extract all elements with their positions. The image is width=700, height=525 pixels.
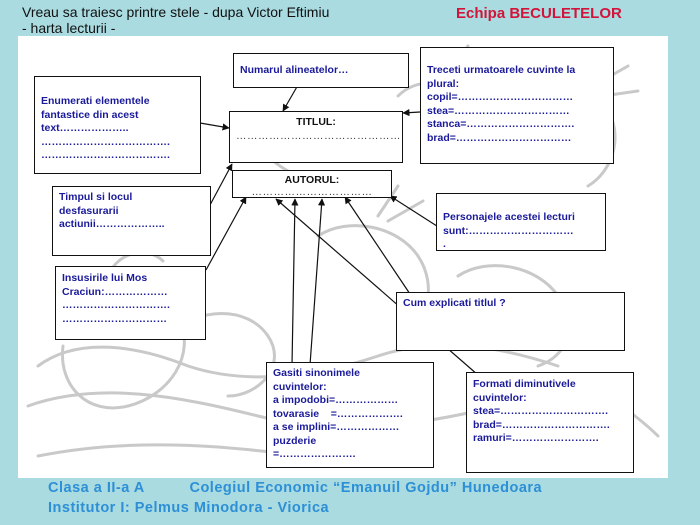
paragraphs-box: Numarul alineatelor… — [233, 53, 409, 88]
paragraphs-line-0: Numarul alineatelor… — [240, 64, 349, 76]
fantastic-line-2: text……………….. — [41, 122, 129, 134]
synonyms-line-5: puzderie — [273, 434, 317, 447]
diminutives-line-1: cuvintelor: — [473, 391, 527, 404]
plural-line-3: stea=…………………………… — [427, 104, 570, 117]
plural-line-1: plural: — [427, 77, 460, 90]
diminutives-line-0: Formati diminutivele — [473, 378, 576, 390]
santa-qualities-box: Insusirile lui Mos Craciun:……………… ………………… — [55, 266, 206, 340]
explain-title-line-0: Cum explicati titlul ? — [403, 297, 506, 309]
author-label: AUTORUL: — [284, 174, 340, 186]
fantastic-line-0: Enumerati elementele — [41, 95, 150, 107]
santa-line-1: Craciun:……………… — [62, 285, 168, 298]
characters-line-2: . — [443, 238, 446, 250]
title-label: TITLUL: — [296, 116, 336, 128]
synonyms-line-4: a se implini=……………… — [273, 421, 400, 433]
characters-box: Personajele acestei lecturi sunt:…………………… — [436, 193, 606, 251]
author-box: AUTORUL: …………………………… — [232, 170, 392, 198]
synonyms-line-0: Gasiti sinonimele — [273, 367, 360, 379]
synonyms-line-2: a impodobi=……………… — [273, 394, 399, 406]
fantastic-line-4: ………………………………. — [41, 149, 170, 161]
title-box: TITLUL: ……………………………………… — [229, 111, 403, 163]
footer-class-school: Clasa a II-a A Colegiul Economic “Emanui… — [48, 480, 543, 496]
time-place-line-2: actiunii……………….. — [59, 218, 165, 230]
diminutives-line-2: stea=…………………………. — [473, 405, 609, 417]
synonyms-line-3: tovarasie =………………. — [273, 407, 403, 420]
santa-line-0: Insusirile lui Mos — [62, 272, 148, 284]
characters-line-1: sunt:………………………… — [443, 224, 574, 237]
synonyms-box: Gasiti sinonimele cuvintelor: a impodobi… — [266, 362, 434, 468]
explain-title-box: Cum explicati titlul ? — [396, 292, 625, 351]
fantastic-line-3: ………………………………. — [41, 135, 170, 148]
fantastic-line-1: fantastice din acest — [41, 108, 139, 121]
synonyms-line-6: =…………………. — [273, 448, 356, 460]
synonyms-line-1: cuvintelor: — [273, 380, 327, 393]
time-place-box: Timpul si locul desfasurarii actiunii………… — [52, 186, 211, 256]
santa-line-3: ………………………… — [62, 312, 167, 325]
author-dots: …………………………… — [251, 185, 373, 198]
diminutives-line-4: ramuri=……………………. — [473, 432, 599, 444]
diminutives-box: Formati diminutivele cuvintelor: stea=……… — [466, 372, 634, 473]
plural-box: Treceti urmatoarele cuvinte la plural: c… — [420, 47, 614, 164]
characters-line-0: Personajele acestei lecturi — [443, 211, 575, 223]
title-dots: ……………………………………… — [236, 129, 401, 142]
page-title-line1: Vreau sa traiesc printre stele - dupa Vi… — [22, 4, 330, 20]
page-title: Vreau sa traiesc printre stele - dupa Vi… — [22, 4, 382, 36]
time-place-line-1: desfasurarii — [59, 204, 119, 217]
time-place-line-0: Timpul si locul — [59, 191, 133, 203]
page-title-line2: - harta lecturii - — [22, 20, 116, 36]
plural-line-4: stanca=…………………………. — [427, 118, 575, 130]
santa-line-2: …………………………. — [62, 299, 170, 311]
plural-line-5: brad=…………………………… — [427, 131, 572, 144]
plural-line-2: copil=…………………………… — [427, 91, 574, 103]
diminutives-line-3: brad=…………………………. — [473, 418, 610, 431]
plural-line-0: Treceti urmatoarele cuvinte la — [427, 64, 576, 76]
footer-teacher: Institutor I: Pelmus Minodora - Viorica — [48, 500, 330, 516]
team-name: Echipa BECULETELOR — [456, 5, 622, 22]
fantastic-elements-box: Enumerati elementele fantastice din aces… — [34, 76, 201, 174]
